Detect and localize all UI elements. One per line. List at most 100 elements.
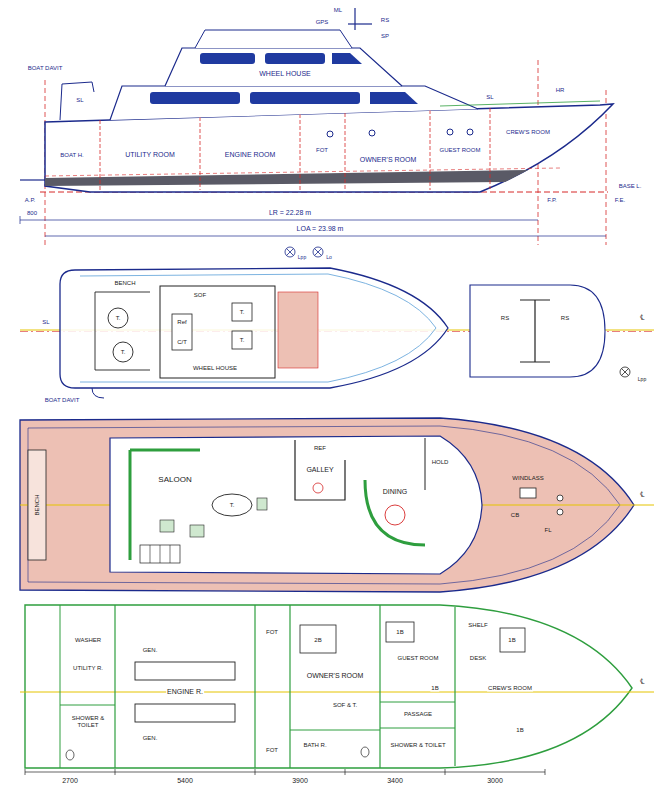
radar-bar: [348, 23, 372, 24]
mast: [354, 8, 355, 30]
part-label: HOLD: [431, 459, 450, 466]
part-label: BOAT DAVIT: [44, 397, 81, 404]
dimension-label: LOA = 23.98 m: [296, 225, 345, 233]
part-label: 2B: [313, 637, 322, 644]
part-label: BENCH: [34, 493, 41, 516]
window: [370, 92, 418, 104]
bulkhead: [430, 110, 431, 190]
radar-arch: [520, 300, 550, 362]
part-label: SOF & T.: [332, 702, 358, 709]
dimension-line: [45, 220, 538, 221]
wheelhouse-wall: [160, 286, 275, 378]
part-label: FL: [543, 527, 552, 534]
refrigerator-counter: [172, 314, 192, 350]
part-label: T.: [115, 315, 122, 322]
part-label: T.: [120, 349, 127, 356]
part-label: T.: [239, 337, 246, 344]
flybridge-plan: [20, 268, 654, 398]
window: [200, 53, 255, 64]
window: [265, 53, 325, 64]
bulkhead: [200, 117, 201, 190]
part-label: ℄: [639, 313, 646, 322]
part-label: CB: [510, 512, 520, 519]
part-label: 1B: [515, 727, 524, 734]
part-label: Lpp: [297, 255, 307, 261]
midship-symbol: [315, 249, 322, 256]
part-label: SHOWER & TOILET: [387, 742, 449, 749]
part-label: GPS: [315, 19, 330, 26]
bulkhead: [490, 108, 491, 189]
windlass: [520, 488, 536, 498]
dimension-label: 800: [26, 210, 38, 217]
sink: [313, 483, 323, 493]
part-label: ℄: [639, 490, 646, 499]
profile-view: [20, 8, 613, 257]
part-label: SALOON: [157, 475, 192, 484]
part-label: REF: [313, 445, 327, 452]
part-label: SL: [485, 94, 494, 101]
part-label: SHELF: [467, 622, 488, 629]
stairs: [140, 545, 180, 563]
chair: [257, 498, 267, 510]
dimension-label: 5400: [176, 777, 194, 785]
part-label: HR: [555, 87, 566, 94]
part-label: PASSAGE: [403, 711, 433, 718]
sofa: [130, 450, 200, 560]
boat-davit: [92, 388, 104, 398]
bulkhead: [254, 605, 255, 768]
midship-symbol: [620, 367, 630, 377]
engine: [135, 662, 235, 680]
part-label: RS: [380, 17, 390, 24]
part-label: WHEEL HOUSE: [192, 365, 238, 372]
main-deck-plan: [20, 418, 654, 592]
part-label: T.: [229, 502, 236, 509]
swim-platform: [20, 179, 45, 180]
porthole: [369, 130, 375, 136]
table: [212, 494, 252, 516]
boat-davit: [60, 82, 94, 120]
wall: [60, 705, 115, 706]
part-label: F.P.: [546, 197, 558, 204]
part-label: ℄: [639, 677, 646, 686]
rail-line: [80, 274, 436, 382]
porthole: [467, 129, 473, 135]
wall: [380, 728, 455, 729]
part-label: BATH R.: [302, 742, 327, 749]
midship-symbol: [287, 249, 294, 256]
porthole: [327, 131, 333, 137]
chair: [160, 520, 174, 532]
window: [250, 92, 360, 104]
midship-symbol: [622, 369, 629, 376]
part-label: ENGINE R.: [166, 688, 204, 696]
bench-seat: [95, 292, 150, 370]
radar-arch-plan: [470, 285, 605, 377]
part-label: SHOWER & TOILET: [67, 715, 109, 729]
part-label: RS: [500, 315, 510, 322]
part-label: SP: [380, 33, 390, 40]
flybridge-outline: [60, 268, 448, 388]
dimension-tick: [25, 769, 545, 775]
part-label: CREW'S ROOM: [505, 129, 551, 136]
bulkhead: [289, 605, 290, 768]
water-line: [45, 168, 560, 176]
wall: [290, 730, 380, 731]
part-label: WHEEL HOUSE: [258, 70, 311, 78]
part-label: DINING: [382, 488, 409, 496]
dimension-line: [25, 772, 545, 773]
banquette: [365, 480, 425, 545]
part-label: BASE L.: [618, 183, 643, 190]
part-label: FOT: [265, 747, 279, 754]
galley-counter: [295, 440, 345, 500]
dimension-line: [45, 236, 606, 237]
lower-deck-outline: [25, 605, 632, 768]
part-label: GALLEY: [305, 466, 334, 474]
engine: [135, 704, 235, 722]
main-deckhouse: [110, 86, 478, 120]
bed: [500, 628, 525, 652]
bulkhead: [300, 114, 301, 190]
part-label: GUEST ROOM: [397, 655, 440, 662]
part-label: UTILITY ROOM: [124, 151, 176, 159]
part-label: A.P.: [24, 197, 37, 204]
